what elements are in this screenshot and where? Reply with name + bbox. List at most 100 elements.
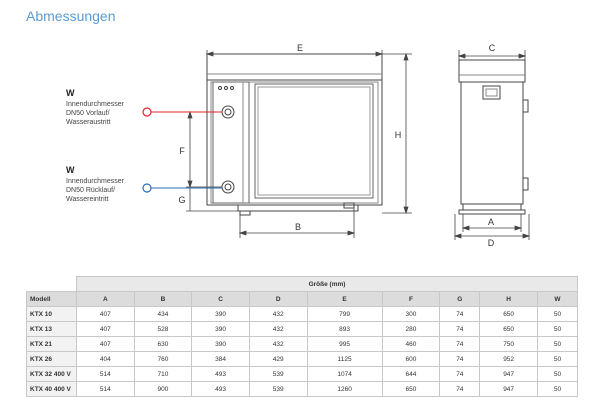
- table-group-header-row: Größe (mm): [26, 276, 578, 292]
- dimension-f-label: F: [179, 146, 185, 156]
- table-cell: 710: [133, 366, 193, 382]
- table-cell: 74: [439, 306, 481, 322]
- table-cell: 384: [191, 351, 250, 367]
- column-header: H: [479, 291, 538, 307]
- inlet-line-3: Wassereintritt: [66, 196, 109, 203]
- table-cell: 650: [479, 306, 538, 322]
- table-cell: 493: [191, 381, 250, 397]
- table-cell: 50: [536, 306, 579, 322]
- table-cell: 947: [479, 366, 538, 382]
- table-cell: 300: [381, 306, 441, 322]
- inlet-code: W: [66, 165, 75, 175]
- table-cell: 952: [479, 351, 538, 367]
- dimension-h-label: H: [395, 130, 402, 140]
- table-cell: 432: [248, 306, 308, 322]
- dimension-d-label: D: [488, 238, 495, 248]
- table-cell: 432: [248, 321, 308, 337]
- table-cell: 429: [248, 351, 308, 367]
- side-view: [458, 59, 529, 215]
- table-cell: 50: [536, 381, 579, 397]
- table-cell: 74: [439, 336, 481, 352]
- table-cell: 404: [76, 351, 135, 367]
- column-header: A: [76, 291, 135, 307]
- table-cell: 407: [76, 321, 135, 337]
- table-cell: 799: [306, 306, 383, 322]
- outlet-line-1: Innendurchmesser: [66, 101, 125, 108]
- table-cell: 50: [536, 336, 579, 352]
- column-header: D: [248, 291, 308, 307]
- table-cell: 50: [536, 321, 579, 337]
- table-row: KTX 32 400 V 514 710 493 539 1074 644 74…: [26, 366, 579, 382]
- table-cell: 644: [381, 366, 441, 382]
- table-row: KTX 13 407 528 390 432 893 280 74 650 50: [26, 321, 579, 337]
- model-cell: KTX 10: [26, 306, 77, 322]
- dimension-c: [457, 50, 527, 60]
- dimension-e-label: E: [297, 43, 303, 53]
- table-cell: 1125: [306, 351, 383, 367]
- table-cell: 539: [248, 366, 308, 382]
- table-cell: 74: [439, 351, 481, 367]
- front-view: [206, 53, 383, 216]
- table-row: KTX 26 404 760 384 429 1125 600 74 952 5…: [26, 351, 579, 367]
- table-cell: 493: [191, 366, 250, 382]
- table-cell: 630: [133, 336, 193, 352]
- model-cell: KTX 40 400 V: [26, 381, 77, 397]
- table-cell: 1074: [306, 366, 383, 382]
- model-cell: KTX 21: [26, 336, 77, 352]
- outlet-line-2: DN50 Vorlauf/: [66, 110, 110, 117]
- column-header: C: [191, 291, 250, 307]
- table-cell: 995: [306, 336, 383, 352]
- dimension-d: [453, 214, 531, 240]
- table-cell: 390: [191, 306, 250, 322]
- table-cell: 432: [248, 336, 308, 352]
- table-cell: 893: [306, 321, 383, 337]
- inlet-line-1: Innendurchmesser: [66, 178, 125, 185]
- dimension-b-label: B: [295, 222, 301, 232]
- model-cell: KTX 26: [26, 351, 77, 367]
- column-header: Modell: [26, 291, 77, 307]
- table-group-header: Größe (mm): [76, 276, 578, 292]
- table-cell: 74: [439, 366, 481, 382]
- column-header: E: [306, 291, 383, 307]
- inlet-marker-icon: [142, 183, 152, 193]
- dimensions-table: Größe (mm) Modell A B C D E F G H W KTX …: [26, 276, 579, 397]
- table-cell: 650: [479, 321, 538, 337]
- table-cell: 434: [133, 306, 193, 322]
- table-cell: 50: [536, 366, 579, 382]
- outlet-marker-icon: [142, 107, 152, 117]
- table-cell: 514: [76, 381, 135, 397]
- dimension-f: [186, 110, 222, 189]
- table-cell: 528: [133, 321, 193, 337]
- table-cell: 947: [479, 381, 538, 397]
- table-cell: 900: [133, 381, 193, 397]
- dimension-g-label: G: [178, 195, 185, 205]
- column-header: F: [381, 291, 441, 307]
- table-cell: 280: [381, 321, 441, 337]
- table-cell: 407: [76, 306, 135, 322]
- table-cell: 539: [248, 381, 308, 397]
- dimension-b: [238, 208, 356, 238]
- table-cell: 1260: [306, 381, 383, 397]
- table-cell: 74: [439, 381, 481, 397]
- table-cell: 750: [479, 336, 538, 352]
- dimension-g: [186, 187, 238, 212]
- table-row: KTX 10 407 434 390 432 799 300 74 650 50: [26, 306, 579, 322]
- table-cell: 650: [381, 381, 441, 397]
- inlet-callout: [142, 183, 222, 193]
- column-header: W: [536, 291, 579, 307]
- table-cell: 514: [76, 366, 135, 382]
- model-cell: KTX 32 400 V: [26, 366, 77, 382]
- outlet-line-3: Wasseraustritt: [66, 119, 111, 126]
- column-header: B: [133, 291, 193, 307]
- table-cell: 407: [76, 336, 135, 352]
- outlet-callout: [142, 107, 222, 117]
- outlet-code: W: [66, 88, 75, 98]
- table-row: KTX 40 400 V 514 900 493 539 1260 650 74…: [26, 381, 579, 397]
- page-title: Abmessungen: [26, 8, 116, 24]
- table-cell: 390: [191, 321, 250, 337]
- table-cell: 600: [381, 351, 441, 367]
- dimension-a: [461, 214, 523, 232]
- table-cell: 74: [439, 321, 481, 337]
- model-cell: KTX 13: [26, 321, 77, 337]
- dimension-a-label: A: [488, 217, 494, 227]
